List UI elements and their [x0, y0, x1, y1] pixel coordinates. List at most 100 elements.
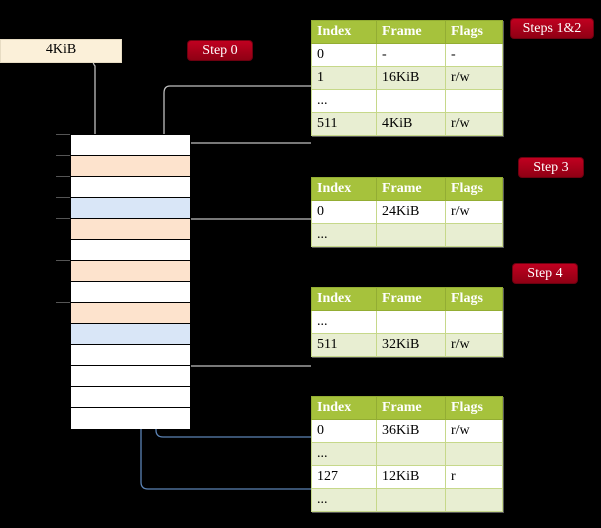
memory-tick [56, 155, 70, 156]
virtual-address-box: 4KiB [0, 39, 122, 63]
cell-flags [445, 223, 503, 247]
memory-tick [56, 302, 70, 303]
cell-index: 1 [311, 66, 377, 90]
table-row: 0 36KiB r/w [311, 419, 503, 443]
page-table-level-2: Index Frame Flags ... 511 32KiB r/w [311, 287, 503, 357]
badge-step-3: Step 3 [519, 158, 583, 177]
cell-frame: 16KiB [376, 66, 446, 90]
memory-tick [56, 134, 70, 135]
cell-flags: r/w [445, 112, 503, 136]
cell-index: 0 [311, 419, 377, 443]
memory-row [71, 240, 190, 261]
column-header-flags: Flags [445, 287, 503, 311]
badge-step-3-label: Step 3 [533, 160, 569, 175]
table-row: 127 12KiB r [311, 465, 503, 489]
cell-frame: 12KiB [376, 465, 446, 489]
connector-step0-vabox-to-memory [92, 55, 102, 149]
memory-row [71, 345, 190, 366]
cell-frame [376, 89, 446, 113]
table-row: 511 32KiB r/w [311, 333, 503, 357]
cell-flags: - [445, 43, 503, 67]
table-row: ... [311, 89, 503, 113]
physical-memory-column [70, 134, 191, 429]
cell-index: 127 [311, 465, 377, 489]
memory-tick [56, 218, 70, 219]
column-header-frame: Frame [376, 177, 446, 201]
memory-row [71, 408, 190, 429]
cell-flags: r [445, 465, 503, 489]
badge-steps-1-2-label: Steps 1&2 [522, 21, 582, 36]
table-header-row: Index Frame Flags [311, 177, 503, 201]
cell-index: ... [311, 89, 377, 113]
connector-table0-row511-to-memory [179, 142, 311, 151]
memory-row [71, 156, 190, 177]
cell-index: ... [311, 488, 377, 512]
cell-index: ... [311, 310, 377, 334]
column-header-flags: Flags [445, 396, 503, 420]
page-table-level-3: Index Frame Flags 0 36KiB r/w ... 127 12… [311, 396, 503, 512]
badge-steps-1-2: Steps 1&2 [511, 19, 593, 38]
table-row: 0 - - [311, 43, 503, 67]
memory-row [71, 303, 190, 324]
virtual-address-label: 4KiB [45, 42, 77, 57]
cell-flags: r/w [445, 200, 503, 224]
memory-row [71, 387, 190, 408]
cell-frame: 4KiB [376, 112, 446, 136]
column-header-frame: Frame [376, 396, 446, 420]
cell-frame [376, 223, 446, 247]
table-row: ... [311, 442, 503, 466]
cell-frame: - [376, 43, 446, 67]
badge-step-0: Step 0 [188, 41, 252, 60]
memory-row [71, 135, 190, 156]
column-header-frame: Frame [376, 20, 446, 44]
memory-tick [56, 260, 70, 261]
table-row: 511 4KiB r/w [311, 112, 503, 136]
page-table-level-1: Index Frame Flags 0 24KiB r/w ... [311, 177, 503, 247]
column-header-index: Index [311, 20, 377, 44]
table-row: 0 24KiB r/w [311, 200, 503, 224]
table-row: ... [311, 488, 503, 512]
memory-tick [56, 176, 70, 177]
memory-row [71, 198, 190, 219]
badge-step-4-label: Step 4 [527, 266, 563, 281]
cell-index: 511 [311, 112, 377, 136]
column-header-index: Index [311, 396, 377, 420]
table-header-row: Index Frame Flags [311, 287, 503, 311]
cell-index: 511 [311, 333, 377, 357]
cell-index: 0 [311, 43, 377, 67]
column-header-frame: Frame [376, 287, 446, 311]
column-header-flags: Flags [445, 177, 503, 201]
cell-flags: r/w [445, 333, 503, 357]
table-row: 1 16KiB r/w [311, 66, 503, 90]
cell-index: 0 [311, 200, 377, 224]
column-header-index: Index [311, 177, 377, 201]
cell-flags [445, 442, 503, 466]
table-header-row: Index Frame Flags [311, 20, 503, 44]
cell-index: ... [311, 223, 377, 247]
cell-frame: 36KiB [376, 419, 446, 443]
cell-index: ... [311, 442, 377, 466]
cell-frame [376, 488, 446, 512]
cell-flags [445, 488, 503, 512]
memory-row [71, 261, 190, 282]
column-header-flags: Flags [445, 20, 503, 44]
memory-row [71, 366, 190, 387]
cell-flags [445, 310, 503, 334]
memory-row [71, 177, 190, 198]
badge-step-4: Step 4 [513, 264, 577, 283]
column-header-index: Index [311, 287, 377, 311]
cell-frame [376, 442, 446, 466]
badge-step-0-label: Step 0 [202, 43, 238, 58]
table-row: ... [311, 310, 503, 334]
table-header-row: Index Frame Flags [311, 396, 503, 420]
memory-tick [56, 197, 70, 198]
cell-frame [376, 310, 446, 334]
cell-flags: r/w [445, 419, 503, 443]
memory-row [71, 324, 190, 345]
connector-table1-row0-to-memory [179, 218, 311, 270]
table-row: ... [311, 223, 503, 247]
memory-row [71, 282, 190, 303]
memory-row [71, 219, 190, 240]
page-table-level-0: Index Frame Flags 0 - - 1 16KiB r/w ... … [311, 20, 503, 136]
cell-flags [445, 89, 503, 113]
